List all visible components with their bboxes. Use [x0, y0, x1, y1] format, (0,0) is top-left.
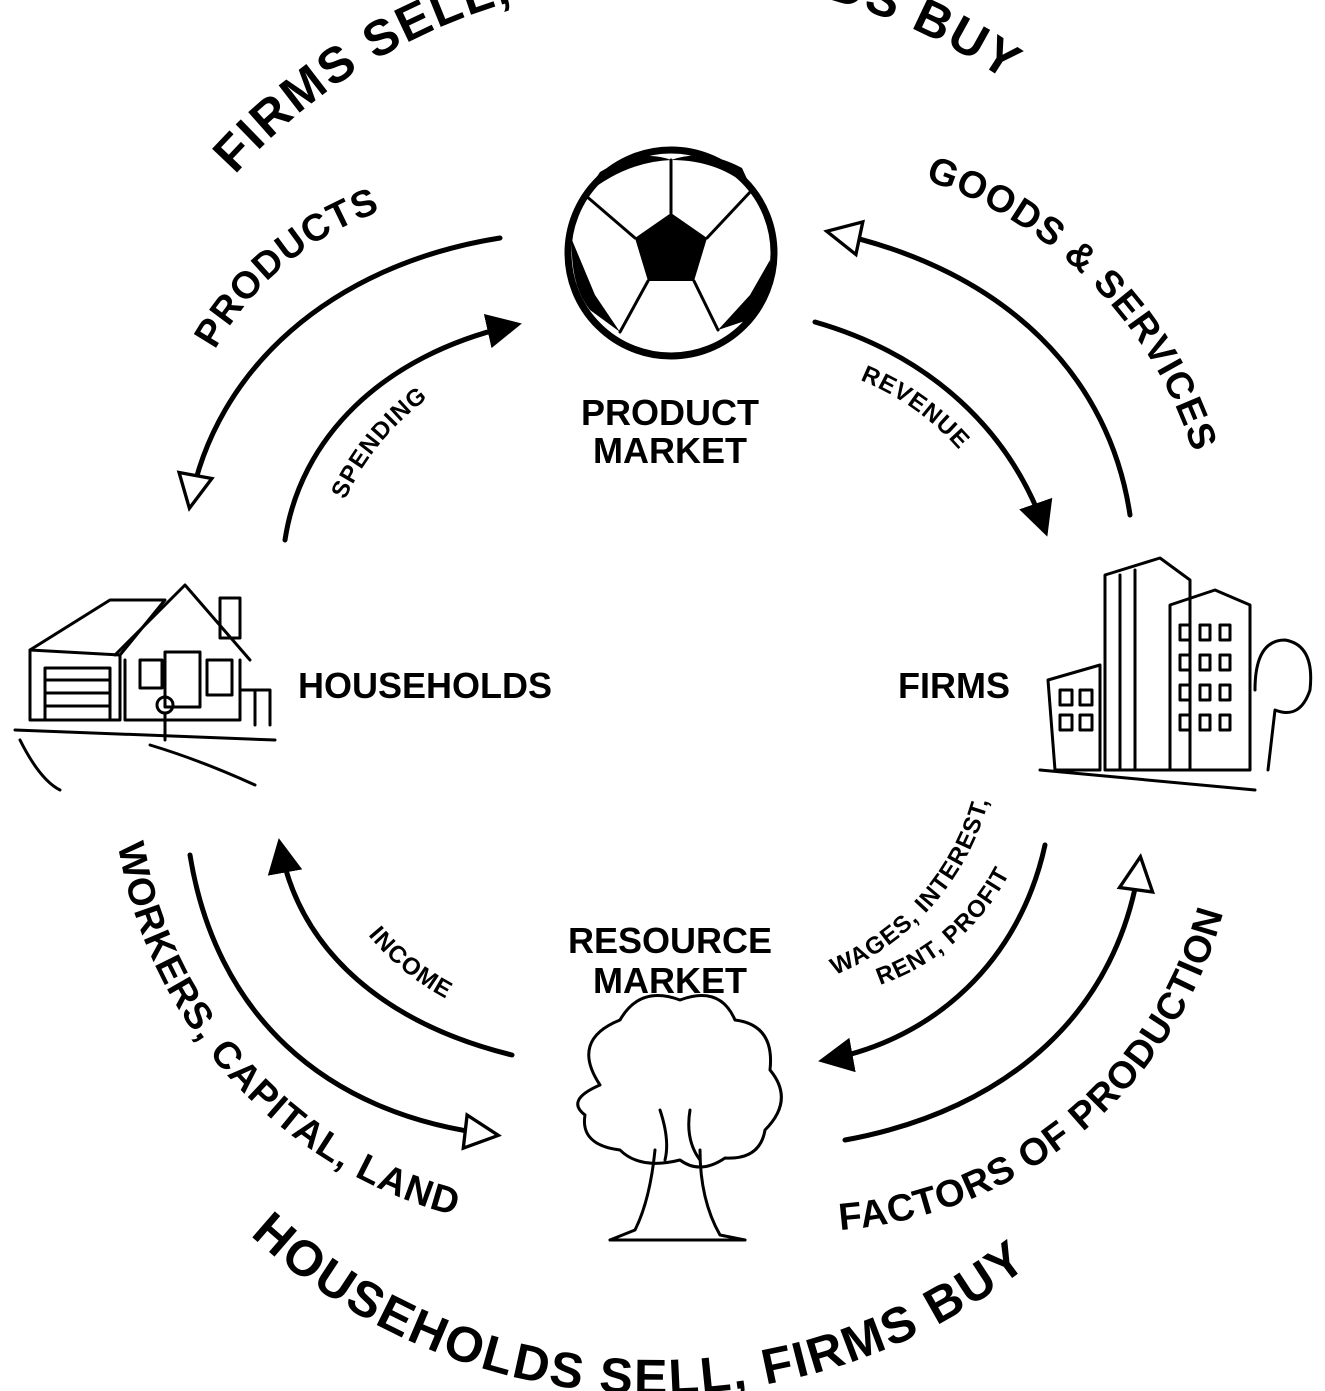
products-label: PRODUCTS: [187, 180, 385, 354]
factors-of-production-label: FACTORS OF PRODUCTION: [837, 902, 1233, 1239]
office-buildings-icon: [1038, 556, 1313, 792]
wages-arrow: [818, 842, 1048, 1073]
product-market-label-line1: PRODUCT: [581, 392, 759, 433]
factors-arrow: [842, 860, 1140, 1143]
product-market-label-line2: MARKET: [593, 430, 747, 471]
spending-label: SPENDING: [326, 381, 432, 502]
workers-capital-land-arrow: [187, 852, 495, 1135]
goods-services-arrow: [830, 232, 1133, 518]
soccer-ball-icon: [564, 146, 778, 360]
products-arrow: [190, 235, 503, 505]
income-label: INCOME: [363, 921, 457, 1004]
revenue-label: REVENUE: [858, 361, 975, 455]
resource-market-label-line2: MARKET: [593, 960, 747, 1001]
revenue-arrow: [812, 319, 1053, 537]
income-arrow: [267, 838, 515, 1058]
bottom-banner: HOUSEHOLDS SELL, FIRMS BUY: [243, 1201, 1037, 1391]
households-label: HOUSEHOLDS: [298, 665, 552, 706]
spending-arrow: [282, 314, 522, 543]
tree-icon: [576, 994, 783, 1242]
firms-label: FIRMS: [898, 665, 1010, 706]
house-icon: [13, 583, 277, 792]
workers-capital-land-label: WORKERS, CAPITAL, LAND: [109, 838, 465, 1224]
top-banner: FIRMS SELL, HOUSEHOLDS BUY: [202, 0, 1032, 182]
resource-market-label-line1: RESOURCE: [568, 920, 772, 961]
